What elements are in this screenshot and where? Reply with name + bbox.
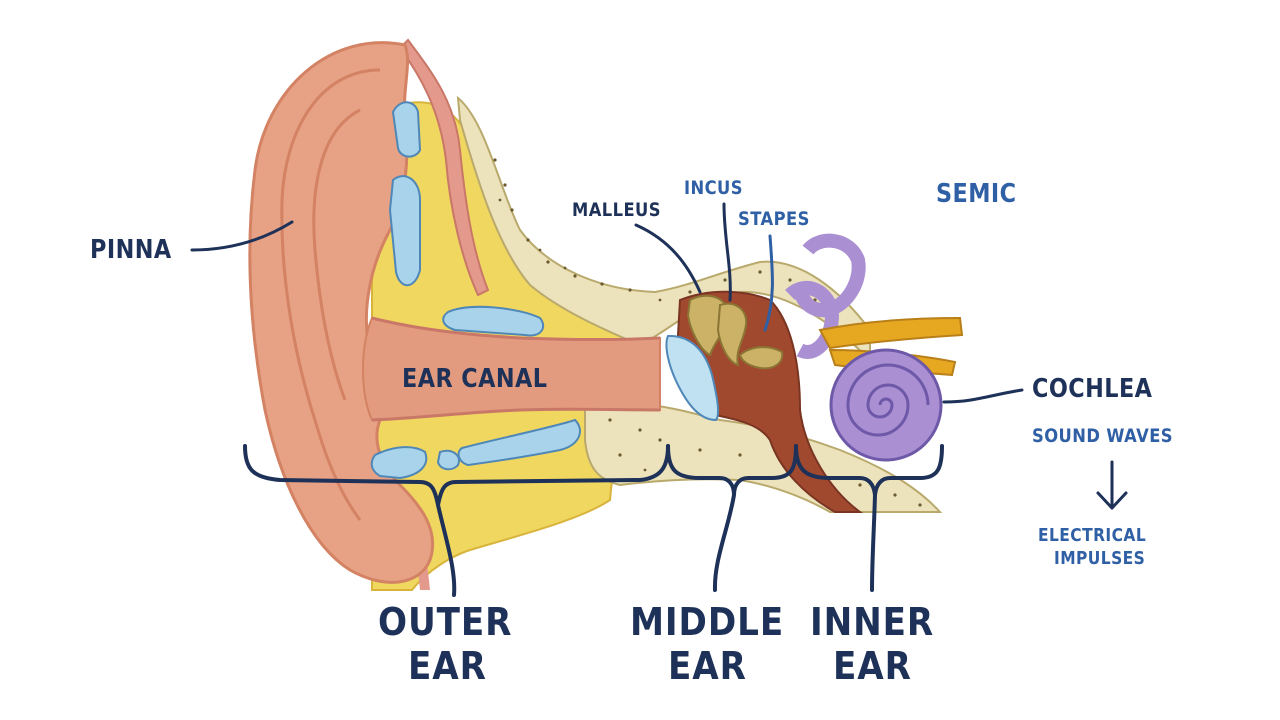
- temporal-bone-lower: [584, 401, 943, 513]
- section-braces: [243, 444, 944, 597]
- outer-ear-label-line1: OUTER: [378, 600, 513, 644]
- inner-ear-brace-tail: [870, 493, 877, 592]
- arrow-down-icon: [1096, 460, 1128, 510]
- ear-canal-label: EAR CANAL: [402, 364, 548, 394]
- middle-ear-label-line1: MIDDLE: [630, 600, 785, 644]
- incus-leader: [722, 202, 732, 302]
- pinna-label: PINNA: [90, 235, 172, 265]
- cochlea-shape: [829, 348, 943, 462]
- cartilage: [370, 101, 581, 480]
- ear-canal-wall-lower: [371, 407, 661, 422]
- skin-strip: [398, 38, 490, 297]
- pinna-helix-fold: [280, 68, 381, 521]
- malleus-label: MALLEUS: [572, 199, 661, 221]
- outer-ear-brace-tail: [436, 503, 457, 597]
- ossicles: [686, 294, 784, 370]
- stapes-leader: [763, 234, 774, 332]
- inner-ear-label-line2: EAR: [833, 644, 912, 688]
- cochlea-label: COCHLEA: [1032, 374, 1153, 404]
- stapes-label: STAPES: [738, 208, 810, 230]
- semicircular-canals-label: SEMIC: [936, 179, 1017, 209]
- semicircular-canals: [785, 233, 866, 359]
- middle-ear-label-line2: EAR: [668, 644, 747, 688]
- incus-label: INCUS: [684, 177, 743, 199]
- inner-ear-label-line1: INNER: [810, 600, 935, 644]
- electrical-impulses-label-line2: IMPULSES: [1054, 548, 1146, 569]
- leader-lines: [190, 202, 1024, 404]
- sound-waves-label: SOUND WAVES: [1032, 425, 1173, 447]
- pinna-leader: [190, 220, 294, 252]
- outer-ear-label-line2: EAR: [408, 644, 487, 688]
- middle-ear-brace-tail: [712, 493, 736, 592]
- ear-canal-wall-upper: [371, 316, 661, 341]
- eardrum: [665, 334, 720, 422]
- pinna-antihelix: [312, 108, 361, 401]
- malleus-leader: [634, 223, 702, 294]
- pinna-shape: [248, 41, 435, 584]
- electrical-impulses-label-line1: ELECTRICAL: [1038, 525, 1147, 546]
- cochlea-leader: [942, 388, 1024, 404]
